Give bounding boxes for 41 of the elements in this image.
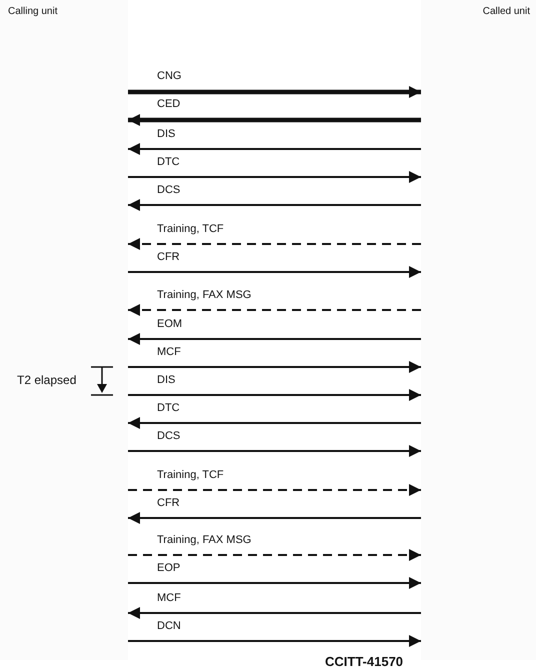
message-arrow [128,114,421,126]
message-arrow [128,577,421,589]
edge-label: CFR [157,497,180,509]
edge-label: Training, TCF [157,469,224,481]
edge-label: Training, TCF [157,223,224,235]
message-arrow [128,484,421,496]
edge-label: DTC [157,156,180,168]
message-arrow [128,635,421,647]
message-arrow [128,143,421,155]
message-arrow [128,238,421,250]
message-arrow [128,86,421,98]
edge-label: DIS [157,374,176,386]
message-arrow [128,361,421,373]
figure-number: CCITT-41570 [325,656,404,668]
message-arrow [128,266,421,278]
edge-label: EOM [157,318,182,330]
message-arrow [128,333,421,345]
edge-label: CED [157,98,180,110]
edge-label: DCN [157,620,181,632]
message-arrow [128,389,421,401]
edge-label: DIS [157,128,176,140]
message-arrow [128,304,421,316]
edge-label: Training, FAX MSG [157,289,252,301]
edge-label: DTC [157,402,180,414]
message-arrow [128,512,421,524]
edge-label: Training, FAX MSG [157,534,252,546]
edge-label: DCS [157,430,180,442]
message-arrow [128,445,421,457]
message-arrow [128,171,421,183]
edge-label: EOP [157,562,180,574]
message-arrow [128,607,421,619]
edge-label: MCF [157,592,181,604]
message-arrow [128,549,421,561]
edge-label: MCF [157,346,181,358]
edge-label: DCS [157,184,180,196]
timer-label: T2 elapsed [17,374,76,386]
message-arrow [128,417,421,429]
edge-label: CNG [157,70,182,82]
message-arrow [128,199,421,211]
unit-lane: Called unit [421,0,536,660]
edge-label: CFR [157,251,180,263]
